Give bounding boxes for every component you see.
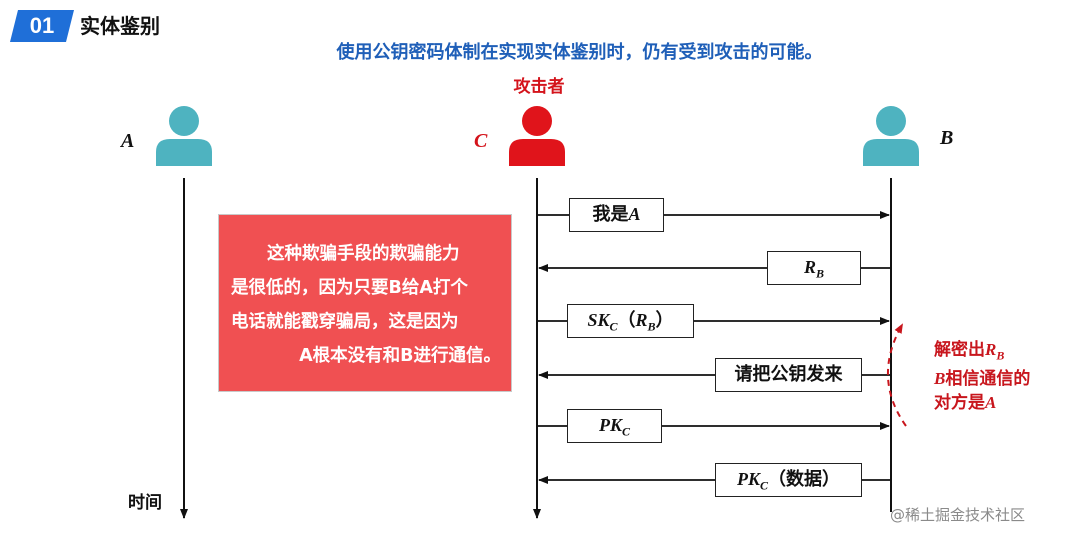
side-note-line-2: B相信通信的 [934, 367, 1030, 391]
message-3-italic2: R [635, 310, 648, 330]
message-1-italic: A [628, 204, 641, 224]
note-line-4: A根本没有和B进行通信。 [299, 346, 501, 366]
side-note-line-3: 对方是A [934, 391, 1030, 415]
dashed-curve-arrow [886, 323, 907, 427]
side-note-line-1-sub: B [996, 348, 1005, 363]
note-line-3: 电话就能戳穿骗局，这是因为 [231, 312, 459, 332]
message-3-paren-close: ） [655, 310, 674, 331]
message-6-italic: PK [736, 469, 760, 489]
party-b-label: B [940, 127, 954, 149]
message-6-suffix: （数据） [768, 469, 841, 490]
party-a-label: A [121, 130, 135, 152]
message-3-paren-open: （ [617, 310, 636, 331]
watermark: @稀土掘金技术社区 [890, 506, 1026, 524]
message-2-sub: B [816, 266, 825, 281]
slide-subtitle: 使用公钥密码体制在实现实体鉴别时，仍有受到攻击的可能。 [336, 42, 823, 63]
side-note-line-3-text: 对方是 [934, 393, 985, 414]
side-note-line-1-italic: R [985, 340, 997, 359]
message-5-sub: C [622, 424, 631, 439]
side-note: 解密出RB B相信通信的 对方是A [934, 338, 1030, 415]
message-1-prefix: 我是 [592, 204, 629, 225]
user-a-icon [156, 106, 212, 166]
side-note-line-2-italic: B [934, 369, 946, 389]
user-b-icon [863, 106, 919, 166]
side-note-line-1-text: 解密出 [934, 340, 985, 360]
note-line-1: 这种欺骗手段的欺骗能力 [267, 244, 460, 264]
attacker-label: 攻击者 [513, 77, 565, 97]
message-6-sub: C [760, 478, 769, 493]
side-note-line-1: 解密出RB [934, 338, 1030, 367]
message-4-text: 请把公钥发来 [734, 364, 843, 385]
note-line-2: 是很低的，因为只要B给A打个 [231, 278, 468, 298]
message-3-italic: SK [587, 310, 610, 330]
party-c-label: C [474, 130, 488, 152]
message-box-4: 请把公钥发来 [715, 358, 862, 392]
message-3-sub: C [609, 319, 618, 334]
explanation-note: 这种欺骗手段的欺骗能力 是很低的，因为只要B给A打个 电话就能戳穿骗局，这是因为… [218, 214, 512, 392]
message-box-6: PKC（数据） [715, 463, 862, 497]
message-box-2: RB [767, 251, 861, 285]
message-5-italic: PK [598, 415, 622, 435]
message-2-italic: R [803, 257, 816, 277]
side-note-line-3-italic: A [985, 393, 997, 413]
side-note-line-2-text: 相信通信的 [945, 369, 1031, 390]
message-box-1: 我是A [569, 198, 664, 232]
section-title: 实体鉴别 [80, 14, 160, 38]
message-3-sub2: B [647, 319, 656, 334]
section-number: 01 [29, 13, 55, 38]
message-box-3: SKC（RB） [567, 304, 694, 338]
time-axis-label: 时间 [128, 493, 162, 513]
message-box-5: PKC [567, 409, 662, 443]
attacker-c-icon [509, 106, 565, 166]
